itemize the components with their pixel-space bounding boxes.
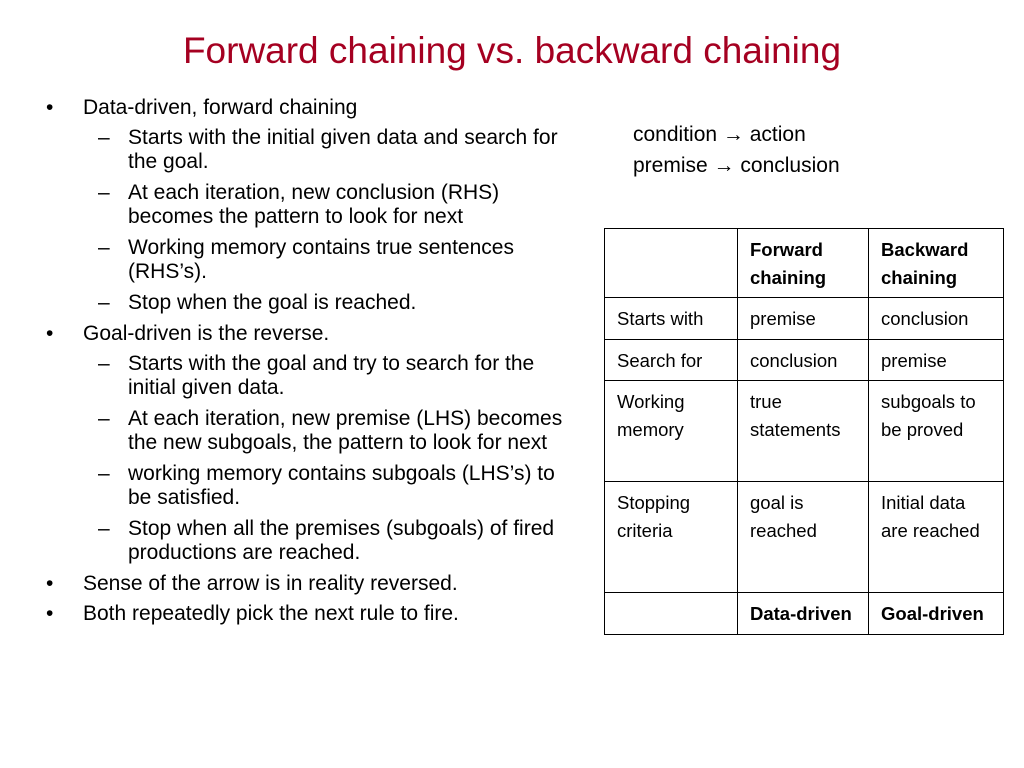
sub-bullet-item: – working memory contains subgoals (LHS’… — [46, 462, 576, 510]
table-cell: Starts with — [604, 297, 738, 340]
table-cell: Goal-driven — [868, 592, 1004, 635]
bullet-dot-icon: • — [46, 96, 54, 119]
table-row: Data-driven Goal-driven — [604, 592, 1004, 635]
table-cell: conclusion — [868, 297, 1004, 340]
dash-icon: – — [98, 352, 110, 375]
sub-bullet-text: Starts with the initial given data and s… — [128, 126, 558, 173]
sub-bullet-text: Working memory contains true sentences (… — [128, 236, 514, 283]
rule-notation: condition → action premise → conclusion — [633, 119, 840, 181]
bullet-item: • Data-driven, forward chaining — [46, 96, 576, 120]
table-row: Working memory true statements subgoals … — [604, 380, 1004, 482]
slide-title: Forward chaining vs. backward chaining — [182, 30, 842, 71]
sub-bullet-text: At each iteration, new conclusion (RHS) … — [128, 181, 500, 228]
sub-bullet-text: Starts with the goal and try to search f… — [128, 352, 535, 399]
dash-icon: – — [98, 517, 110, 540]
table-cell: goal is reached — [737, 481, 869, 593]
rule-line: premise → conclusion — [633, 150, 840, 181]
sub-bullet-item: – Starts with the goal and try to search… — [46, 352, 576, 400]
sub-bullet-item: – Starts with the initial given data and… — [46, 126, 576, 174]
dash-icon: – — [98, 462, 110, 485]
bullet-text: Sense of the arrow is in reality reverse… — [83, 572, 458, 595]
sub-bullet-item: – Stop when the goal is reached. — [46, 291, 576, 315]
table-header-cell: Forward chaining — [737, 228, 869, 298]
table-cell: true statements — [737, 380, 869, 482]
bullet-list: • Data-driven, forward chaining – Starts… — [46, 96, 576, 632]
bullet-dot-icon: • — [46, 572, 54, 595]
dash-icon: – — [98, 181, 110, 204]
rule-right: conclusion — [740, 154, 840, 177]
right-arrow-icon: → — [722, 123, 744, 146]
table-cell: conclusion — [737, 338, 869, 381]
bullet-dot-icon: • — [46, 602, 54, 625]
table-header-cell: Backward chaining — [868, 228, 1004, 298]
sub-bullet-item: – Working memory contains true sentences… — [46, 236, 576, 284]
bullet-item: • Both repeatedly pick the next rule to … — [46, 602, 576, 626]
rule-left: premise — [633, 154, 708, 177]
bullet-text: Goal-driven is the reverse. — [83, 322, 330, 345]
dash-icon: – — [98, 236, 110, 259]
table-row: Starts with premise conclusion — [604, 297, 1004, 340]
table-row: Search for conclusion premise — [604, 338, 1004, 381]
bullet-dot-icon: • — [46, 322, 54, 345]
dash-icon: – — [98, 407, 110, 430]
table-row: Stopping criteria goal is reached Initia… — [604, 481, 1004, 593]
sub-bullet-text: Stop when the goal is reached. — [128, 291, 417, 314]
bullet-text: Data-driven, forward chaining — [83, 96, 358, 119]
sub-bullet-text: working memory contains subgoals (LHS’s)… — [128, 462, 555, 509]
bullet-text: Both repeatedly pick the next rule to fi… — [83, 602, 459, 625]
sub-bullet-item: – At each iteration, new conclusion (RHS… — [46, 181, 576, 229]
right-arrow-icon: → — [713, 154, 735, 177]
sub-bullet-text: At each iteration, new premise (LHS) bec… — [128, 407, 563, 454]
comparison-table: Forward chaining Backward chaining Start… — [604, 228, 1004, 635]
table-header-row: Forward chaining Backward chaining — [604, 228, 1004, 298]
table-cell: Search for — [604, 338, 738, 381]
dash-icon: – — [98, 126, 110, 149]
table-header-cell — [604, 228, 738, 298]
table-cell: Initial data are reached — [868, 481, 1004, 593]
table-cell: subgoals to be proved — [868, 380, 1004, 482]
sub-bullet-item: – At each iteration, new premise (LHS) b… — [46, 407, 576, 455]
bullet-item: • Goal-driven is the reverse. — [46, 322, 576, 346]
table-cell: Stopping criteria — [604, 481, 738, 593]
rule-left: condition — [633, 123, 718, 146]
table-cell: premise — [868, 338, 1004, 381]
table-cell: premise — [737, 297, 869, 340]
bullet-item: • Sense of the arrow is in reality rever… — [46, 572, 576, 596]
rule-right: action — [749, 123, 806, 146]
table-cell — [604, 592, 738, 635]
table-cell: Data-driven — [737, 592, 869, 635]
rule-line: condition → action — [633, 119, 840, 150]
sub-bullet-text: Stop when all the premises (subgoals) of… — [128, 517, 555, 564]
table-cell: Working memory — [604, 380, 738, 482]
dash-icon: – — [98, 291, 110, 314]
sub-bullet-item: – Stop when all the premises (subgoals) … — [46, 517, 576, 565]
